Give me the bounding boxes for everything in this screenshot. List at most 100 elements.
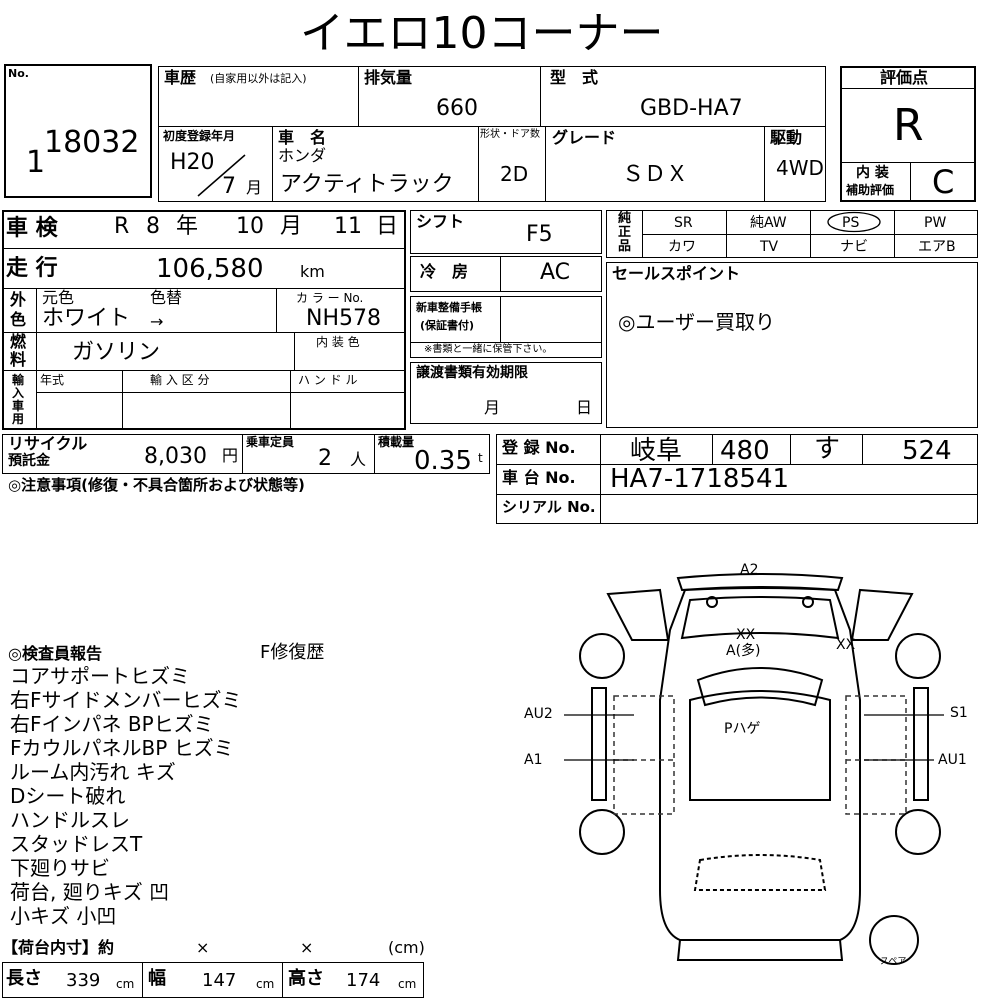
diagram-a2: A2 <box>740 562 759 578</box>
ac-value: AC <box>540 260 571 285</box>
interior-value: C <box>932 163 955 201</box>
rating-value: R <box>893 100 924 151</box>
registration-region: 岐阜 <box>630 436 683 466</box>
cargo-width-label: 幅 <box>148 968 166 989</box>
cargo-height: 174 <box>346 970 381 991</box>
registration-label: 登 録 No. <box>502 438 576 457</box>
import-label-3: 車 <box>12 399 25 413</box>
cargo-width-cm: cm <box>256 977 275 991</box>
inspection-block <box>2 210 406 430</box>
rating-label: 評価点 <box>880 68 929 87</box>
diagram-spare: スペア <box>880 957 907 967</box>
cargo-width: 147 <box>202 970 237 991</box>
inspector-line: スタッドレスT <box>10 832 143 856</box>
cargo-label: 【荷台内寸】約 <box>2 938 115 957</box>
history-note: (自家用以外は記入) <box>210 72 307 85</box>
rating-box <box>840 66 976 202</box>
chassis-value: HA7-1718541 <box>610 464 790 494</box>
recycle-row <box>2 434 490 474</box>
color-change-label: 色替 <box>150 288 183 307</box>
capacity-label: 乗車定員 <box>246 435 295 449</box>
inspector-f-label: F修復歴 <box>260 642 325 663</box>
inspection-era: R <box>114 214 130 239</box>
color-code-label: カ ラ ー No. <box>296 291 364 305</box>
inspector-line: Dシート破れ <box>10 784 126 808</box>
equip-aw: 純AW <box>750 215 787 231</box>
inspector-line: 荷台, 廻りキズ 凹 <box>10 880 170 904</box>
diagram-a-many: A(多) <box>726 643 761 659</box>
import-label-1: 輸 <box>12 373 25 387</box>
model-label: 型 式 <box>550 68 599 87</box>
ps-circle-mark <box>827 211 881 233</box>
recycle-label-2: 預託金 <box>8 453 50 469</box>
manual-label-1: 新車整備手帳 <box>416 301 482 314</box>
ac-box <box>410 256 602 292</box>
transfer-month-unit: 月 <box>484 398 501 417</box>
cargo-height-cm: cm <box>398 977 417 991</box>
import-category-label: 輸 入 区 分 <box>150 373 210 387</box>
inspector-line: 右Fサイドメンバーヒズミ <box>10 688 242 712</box>
transfer-label: 譲渡書類有効期限 <box>416 365 528 381</box>
import-handle-label: ハ ン ド ル <box>298 373 358 387</box>
equip-leather: カワ <box>668 239 696 255</box>
registration-kana: す <box>814 434 841 464</box>
doors-label: 形状・ドア数 <box>480 129 540 140</box>
recycle-value: 8,030 <box>144 444 207 469</box>
displacement-label: 排気量 <box>364 68 413 87</box>
drive-value: 4WD <box>776 156 824 180</box>
stock-number-label: No. <box>8 67 29 80</box>
inspector-line: 小キズ 小凹 <box>10 904 117 928</box>
fuel-label-2: 料 <box>10 350 27 369</box>
equip-ps: PS <box>842 215 860 231</box>
registration-class: 480 <box>720 436 770 466</box>
interior-label-2: 補助評価 <box>846 183 895 197</box>
transfer-box <box>410 362 602 424</box>
mileage-label: 走 行 <box>6 256 58 281</box>
ac-label: 冷 房 <box>420 262 469 281</box>
registration-number: 524 <box>902 436 952 466</box>
registration-table <box>496 434 978 524</box>
equip-sr: SR <box>674 215 693 231</box>
color-label-2: 色 <box>10 310 27 329</box>
car-damage-diagram <box>564 573 944 965</box>
manual-note: ※書類と一緒に保管下さい。 <box>424 344 553 355</box>
first-reg-year: H20 <box>170 150 215 175</box>
diagram-s1: S1 <box>950 705 968 721</box>
stock-number-prefix: 1 <box>26 145 46 180</box>
first-reg-month: 7 <box>222 174 236 199</box>
equip-tv: TV <box>760 239 779 255</box>
sales-point-text: ◎ユーザー買取り <box>618 310 776 334</box>
cargo-x1: × <box>196 938 210 957</box>
model-value: GBD-HA7 <box>640 96 743 121</box>
shift-label: シフト <box>416 212 465 231</box>
inspector-line: ルーム内汚れ キズ <box>10 760 176 784</box>
inspection-month-unit: 月 <box>280 214 303 239</box>
shift-box <box>410 210 602 254</box>
capacity-value: 2 <box>318 446 332 471</box>
inspector-line: コアサポートヒズミ <box>10 664 190 688</box>
mileage-unit: km <box>300 262 325 281</box>
diagram-p-hage: Pハゲ <box>724 721 761 737</box>
inspector-line: 右Fインパネ BPヒズミ <box>10 712 214 736</box>
inspection-month: 10 <box>236 214 264 239</box>
equipment-label-1: 純 <box>618 211 632 226</box>
color-orig-label: 元色 <box>42 288 75 307</box>
cargo-length: 339 <box>66 970 101 991</box>
equip-navi: ナビ <box>840 239 868 255</box>
interior-label-1: 内 装 <box>856 165 889 181</box>
sales-point-box <box>606 262 978 428</box>
inspector-line: 下廻りサビ <box>10 856 110 880</box>
inspection-label: 車 検 <box>6 216 58 241</box>
recycle-label-1: リサイクル <box>8 434 88 453</box>
first-reg-month-unit: 月 <box>246 178 263 197</box>
inspection-year-unit: 年 <box>176 214 199 239</box>
diagram-xx-top: XX <box>736 627 756 643</box>
diagram-au2: AU2 <box>524 706 553 722</box>
car-maker: ホンダ <box>278 146 327 165</box>
load-value: 0.35 <box>414 446 472 476</box>
cargo-length-cm: cm <box>116 977 135 991</box>
equipment-label-3: 品 <box>618 239 632 254</box>
car-name-label: 車 名 <box>278 128 327 147</box>
inspector-line: FカウルパネルBP ヒズミ <box>10 736 234 760</box>
stock-number-value: 18032 <box>44 125 140 160</box>
